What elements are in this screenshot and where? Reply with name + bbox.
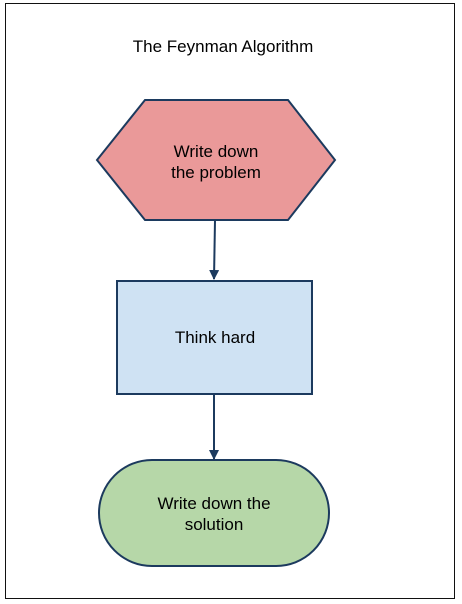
node-process-label: Think hard xyxy=(175,328,255,347)
node-process-rectangle: Think hard xyxy=(116,280,313,395)
node-start-label-line1: Write down xyxy=(174,142,259,161)
edge-start-to-process xyxy=(209,219,220,280)
node-end-terminator: Write down the solution xyxy=(98,459,330,567)
hexagon-shape xyxy=(95,99,337,221)
rectangle-shape xyxy=(116,280,313,395)
node-end-label-line1: Write down the xyxy=(157,494,270,513)
terminator-shape xyxy=(98,459,330,567)
diagram-title: The Feynman Algorithm xyxy=(133,37,313,56)
node-end-label-line2: solution xyxy=(185,515,244,534)
node-start-hexagon: Write down the problem xyxy=(95,99,337,221)
node-start-label-line2: the problem xyxy=(171,163,261,182)
